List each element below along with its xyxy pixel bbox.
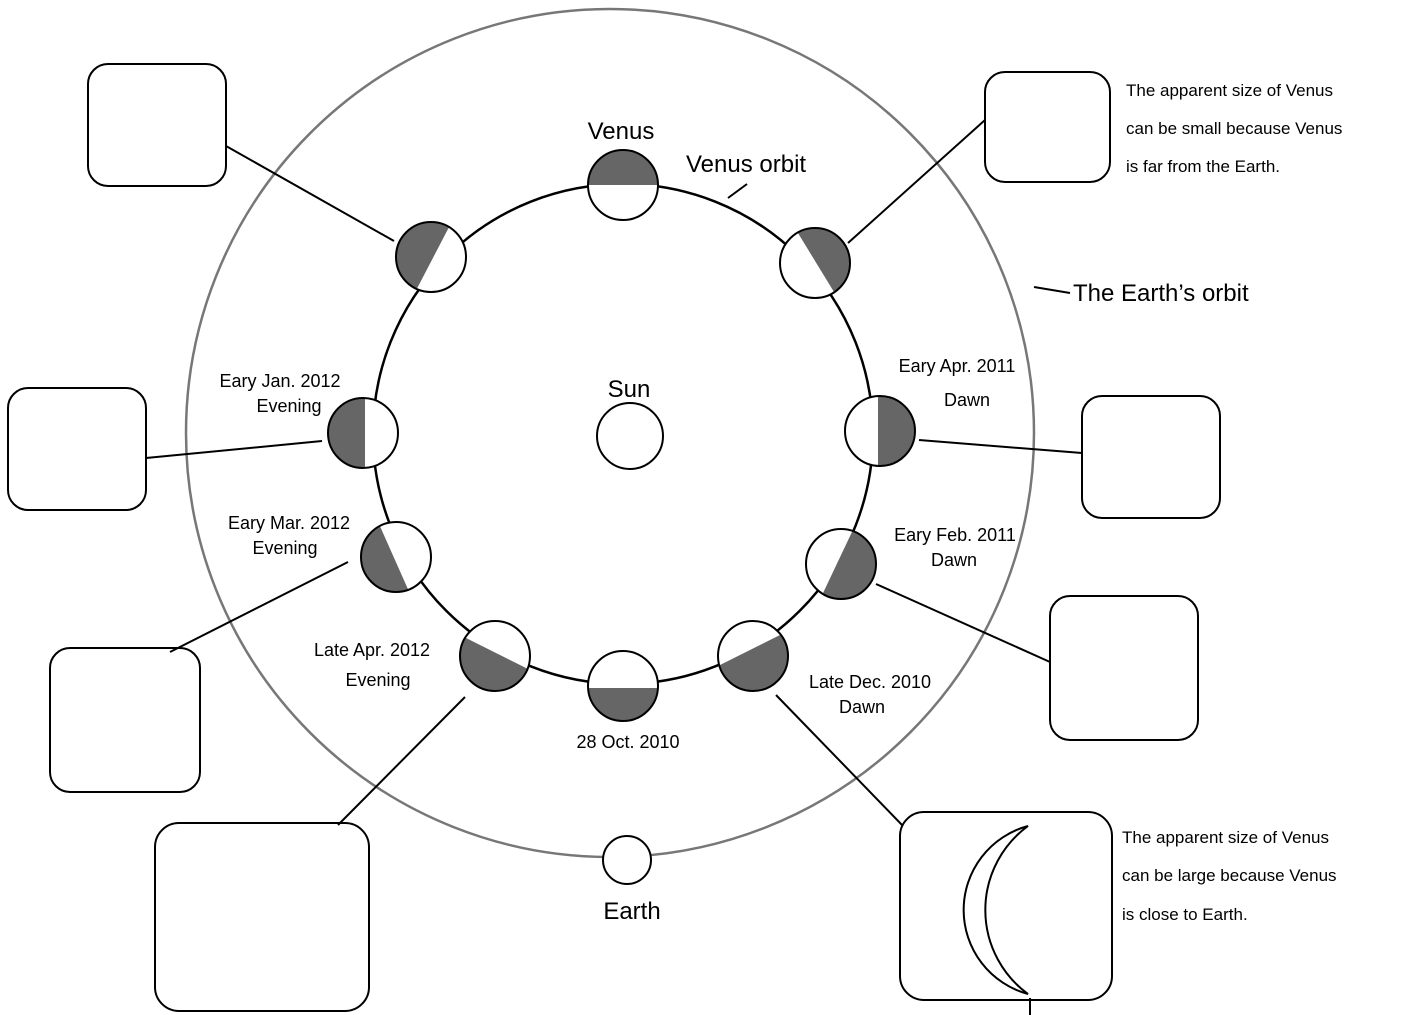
answer-box-right[interactable] bbox=[1081, 395, 1221, 519]
earth-orbit-pointer bbox=[1033, 286, 1071, 294]
note-large-line1: The apparent size of Venus bbox=[1122, 828, 1329, 847]
answer-box-lower-left[interactable] bbox=[49, 647, 201, 793]
venus-left bbox=[327, 397, 399, 469]
connector-top-left bbox=[225, 145, 395, 242]
venus-lower-right bbox=[805, 528, 877, 600]
label-apr2011-time: Dawn bbox=[944, 390, 990, 410]
answer-box-top-left[interactable] bbox=[87, 63, 227, 187]
label-feb2011-time: Dawn bbox=[931, 550, 977, 570]
note-small-line2: can be small because Venus bbox=[1126, 119, 1342, 138]
connector-top-right bbox=[847, 119, 986, 244]
venus-bottom bbox=[587, 650, 659, 722]
label-dec2010-date: Late Dec. 2010 bbox=[809, 672, 931, 692]
venus-orbit-label: Venus orbit bbox=[686, 151, 806, 178]
connector-bottom-right bbox=[775, 694, 904, 827]
label-jan2012-date: Eary Jan. 2012 bbox=[219, 371, 340, 391]
label-apr2012-time: Evening bbox=[345, 670, 410, 690]
earth bbox=[602, 835, 652, 885]
answer-box-lower-right[interactable] bbox=[1049, 595, 1199, 741]
connector-lower-left bbox=[169, 561, 349, 653]
sun bbox=[596, 402, 664, 470]
connector-lower-right bbox=[875, 583, 1051, 663]
venus-top-left bbox=[395, 221, 467, 293]
venus-top bbox=[587, 149, 659, 221]
label-oct2010-date: 28 Oct. 2010 bbox=[576, 732, 679, 752]
venus-top-right bbox=[779, 227, 851, 299]
label-dec2010-time: Dawn bbox=[839, 697, 885, 717]
venus-orbit-pointer bbox=[727, 183, 748, 199]
label-apr2012-date: Late Apr. 2012 bbox=[314, 640, 430, 660]
note-large-line3: is close to Earth. bbox=[1122, 905, 1248, 924]
venus-bottom-right bbox=[717, 620, 789, 692]
answer-box-bottom-right bbox=[899, 811, 1113, 1001]
venus-lower-left bbox=[360, 521, 432, 593]
earth-orbit-label: The Earth’s orbit bbox=[1073, 280, 1249, 307]
venus-bottom-left bbox=[459, 620, 531, 692]
connector-bottom-left bbox=[337, 696, 466, 826]
answer-box-top-right[interactable] bbox=[984, 71, 1111, 183]
label-jan2012-time: Evening bbox=[256, 396, 321, 416]
label-mar2012-date: Eary Mar. 2012 bbox=[228, 513, 350, 533]
label-mar2012-time: Evening bbox=[252, 538, 317, 558]
connector-left bbox=[145, 440, 323, 459]
venus-right bbox=[844, 395, 916, 467]
connector-right bbox=[918, 439, 1083, 454]
crescent-venus bbox=[962, 825, 1029, 995]
note-small-line3: is far from the Earth. bbox=[1126, 157, 1280, 176]
note-large-line2: can be large because Venus bbox=[1122, 866, 1337, 885]
venus-label: Venus bbox=[588, 118, 655, 145]
answer-box-bottom-left[interactable] bbox=[154, 822, 370, 1012]
answer-box-left[interactable] bbox=[7, 387, 147, 511]
label-apr2011-date: Eary Apr. 2011 bbox=[899, 356, 1016, 376]
sun-label: Sun bbox=[608, 376, 651, 403]
label-feb2011-date: Eary Feb. 2011 bbox=[894, 525, 1016, 545]
note-small-line1: The apparent size of Venus bbox=[1126, 81, 1333, 100]
earth-label: Earth bbox=[603, 898, 660, 925]
